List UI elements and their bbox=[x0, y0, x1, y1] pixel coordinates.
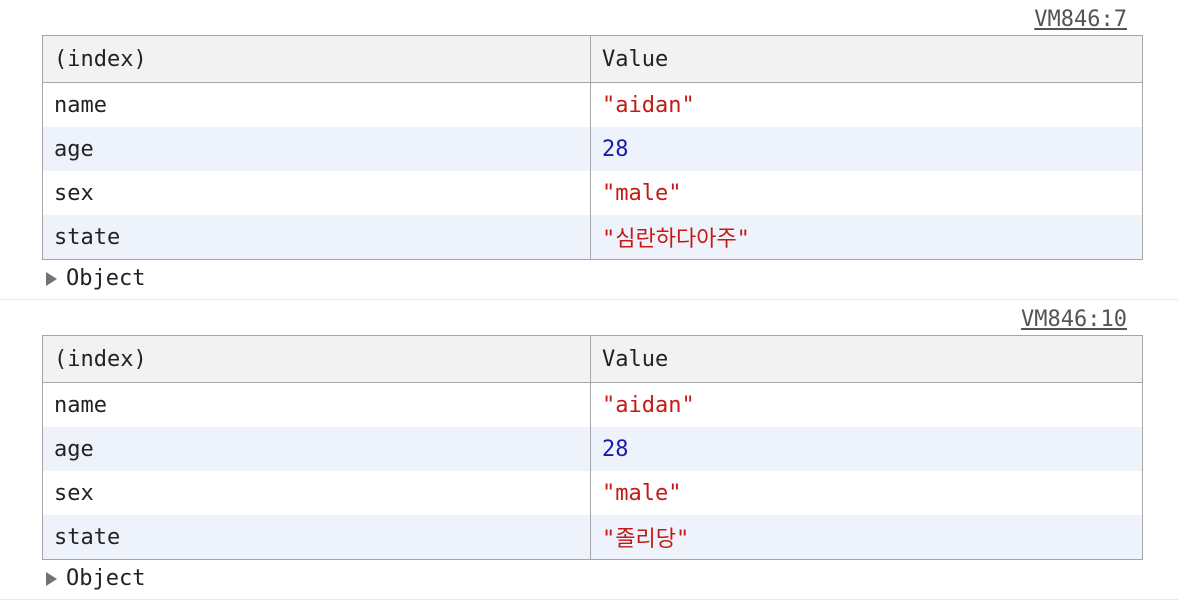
console-log-entry: VM846:7 (index) Value name "aidan" age 2… bbox=[0, 0, 1178, 300]
row-value: "졸리당" bbox=[590, 515, 1143, 560]
table-row: state "졸리당" bbox=[42, 515, 1143, 560]
triangle-right-icon[interactable] bbox=[46, 272, 57, 286]
table-row: name "aidan" bbox=[42, 82, 1143, 127]
column-header-index[interactable]: (index) bbox=[42, 335, 591, 383]
object-expander[interactable]: Object bbox=[46, 264, 145, 294]
row-value: "male" bbox=[590, 171, 1143, 215]
table-header-row: (index) Value bbox=[42, 35, 1143, 83]
row-key: state bbox=[42, 215, 591, 260]
row-key: name bbox=[42, 382, 591, 427]
row-value: "심란하다아주" bbox=[590, 215, 1143, 260]
row-value: "aidan" bbox=[590, 382, 1143, 427]
object-label: Object bbox=[66, 566, 146, 591]
console-log-entry: VM846:10 (index) Value name "aidan" age … bbox=[0, 300, 1178, 600]
column-header-value[interactable]: Value bbox=[590, 335, 1143, 383]
console-table: (index) Value name "aidan" age 28 sex "m… bbox=[42, 335, 1143, 560]
table-row: age 28 bbox=[42, 127, 1143, 171]
object-label: Object bbox=[66, 266, 146, 291]
console-table: (index) Value name "aidan" age 28 sex "m… bbox=[42, 35, 1143, 260]
row-value: 28 bbox=[590, 427, 1143, 471]
table-row: state "심란하다아주" bbox=[42, 215, 1143, 260]
column-header-value[interactable]: Value bbox=[590, 35, 1143, 83]
column-header-index[interactable]: (index) bbox=[42, 35, 591, 83]
row-value: "aidan" bbox=[590, 82, 1143, 127]
table-row: age 28 bbox=[42, 427, 1143, 471]
table-row: name "aidan" bbox=[42, 382, 1143, 427]
table-row: sex "male" bbox=[42, 471, 1143, 515]
triangle-right-icon[interactable] bbox=[46, 572, 57, 586]
row-key: sex bbox=[42, 471, 591, 515]
row-value: "male" bbox=[590, 471, 1143, 515]
row-key: state bbox=[42, 515, 591, 560]
row-key: age bbox=[42, 127, 591, 171]
row-key: age bbox=[42, 427, 591, 471]
row-value: 28 bbox=[590, 127, 1143, 171]
row-key: sex bbox=[42, 171, 591, 215]
row-key: name bbox=[42, 82, 591, 127]
source-link[interactable]: VM846:10 bbox=[1021, 307, 1127, 332]
table-header-row: (index) Value bbox=[42, 335, 1143, 383]
table-row: sex "male" bbox=[42, 171, 1143, 215]
source-link[interactable]: VM846:7 bbox=[1034, 7, 1127, 32]
object-expander[interactable]: Object bbox=[46, 564, 145, 594]
